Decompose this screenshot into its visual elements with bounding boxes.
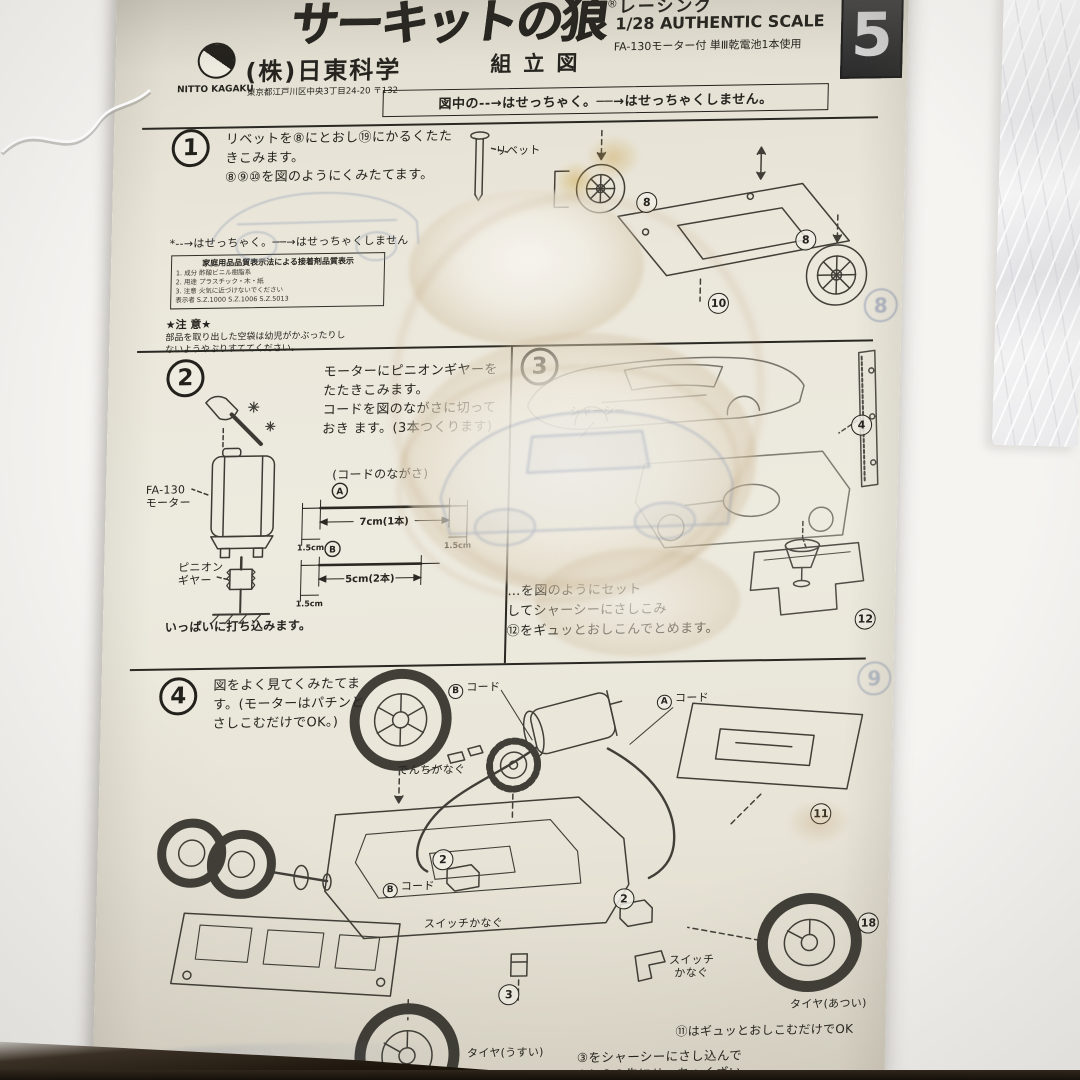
tire-icon-right — [756, 892, 862, 993]
rivet-label: リベット — [495, 143, 541, 158]
switch-fitting-2-label: スイッチ かなぐ — [668, 952, 715, 980]
step4-diagram — [157, 668, 864, 1080]
hammer-note: いっぱいに打ち込みます。 — [164, 618, 312, 635]
rivet-icon — [470, 131, 490, 202]
switch-fitting-icon — [634, 950, 666, 982]
step2-diagram — [191, 395, 276, 625]
stray-thread — [0, 89, 152, 156]
step3-text: …を図のようにセット してシャーシーにさしこみ ⑫をギュッとおしこんでとめます。 — [506, 582, 720, 640]
cord-b-line — [317, 562, 423, 567]
tire-thick-label: タイヤ(あつい) — [789, 996, 867, 1011]
tire-thin-label: タイヤ(うすい) — [466, 1045, 544, 1060]
cord-b-end-left: 1.5cm — [296, 599, 323, 608]
series-number: 5 — [850, 0, 894, 71]
series-badge: シリーズ 5 — [839, 0, 905, 79]
chassis-frame-icon — [169, 912, 401, 997]
glue-legend: 図中の--→はせっちゃく。──→はせっちゃくしません。 — [382, 83, 829, 118]
brand-name: NITTO KAGAKU — [176, 84, 254, 96]
plastic-bag — [992, 0, 1080, 448]
cord-a-letter: A — [336, 487, 343, 497]
motor-label: FA-130 モーター — [145, 483, 192, 510]
battery-fitting-label: でんちかなぐ — [397, 762, 466, 777]
print-through-number-bottom: 9 — [856, 661, 892, 696]
rear-axle-icon — [157, 818, 332, 899]
battery-fitting-icon — [447, 744, 484, 764]
company-name: (株)日東科学 — [245, 55, 402, 87]
cord-a-wire — [606, 747, 676, 880]
print-through-number-top: 8 — [863, 288, 899, 323]
registered-mark: ® — [606, 0, 618, 11]
part3-clip-icon — [509, 953, 528, 977]
table-edge — [0, 1070, 1080, 1080]
front-wheel-icon — [553, 129, 626, 214]
assembly-title: 組立図 — [490, 50, 590, 77]
cord-b-wire — [416, 746, 538, 873]
switch-fitting-1-label: スイッチかなぐ — [423, 916, 504, 931]
motor-note: FA-130モーター付 単Ⅲ乾電池1本使用 — [613, 37, 802, 54]
motor-icon — [210, 447, 276, 559]
impact-stars-icon — [248, 401, 276, 432]
ground-hatch-icon — [210, 613, 262, 625]
body-plate-icon — [676, 702, 864, 790]
scale-text: 1/28 AUTHENTIC SCALE — [615, 11, 825, 34]
instruction-sheet: サーキットの狼® レーシング 1/28 AUTHENTIC SCALE FA-1… — [92, 0, 910, 1080]
hammer-icon — [205, 395, 263, 447]
crown-gear-icon — [486, 737, 542, 793]
cord-b-letter: B — [329, 545, 336, 555]
company-address: 東京都江戸川区中央3丁目24-20 〒132 — [246, 85, 399, 99]
cord-b-circle-icon — [324, 540, 341, 558]
cord-a-length: 7cm(1本) — [359, 514, 409, 528]
pinion-label: ピニオン ギヤー — [177, 560, 224, 588]
cord-a-circle-icon — [331, 482, 349, 500]
note-11: ⑪はギュッとおしこむだけでOK — [675, 1021, 854, 1039]
switch-part-2b-icon — [619, 899, 653, 928]
cord-a-end-left: 1.5cm — [297, 543, 324, 552]
nitto-logo-icon — [197, 42, 237, 79]
print-through-car-front — [210, 191, 420, 262]
rear-wheel-icon — [805, 214, 868, 306]
switch-part-2a-icon — [446, 864, 480, 892]
step1-number: 1 — [171, 128, 211, 168]
cord-b-length: 5cm(2本) — [345, 571, 395, 585]
tire-icon-top — [349, 668, 452, 771]
h-bracket-part-icon — [749, 541, 865, 616]
pinion-gear-icon — [226, 568, 256, 591]
print-through-car-rear — [439, 410, 734, 547]
